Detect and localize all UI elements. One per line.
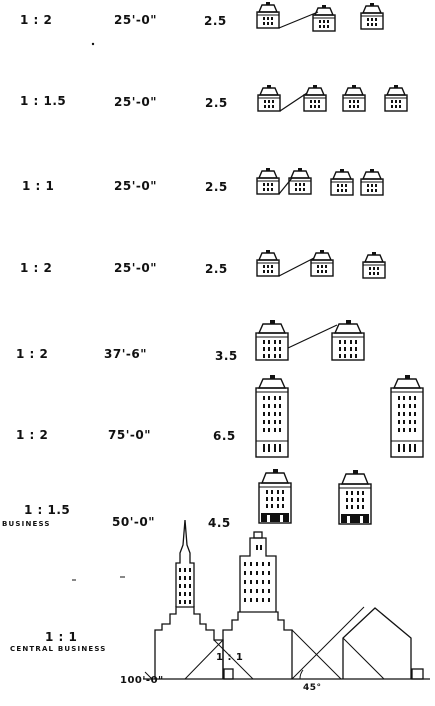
house: [257, 250, 279, 276]
house: [361, 3, 383, 29]
house: [361, 169, 383, 195]
central-business-section: [143, 520, 430, 679]
house: [313, 5, 335, 31]
business-building: [339, 470, 371, 524]
house: [258, 85, 280, 111]
house: [289, 168, 311, 194]
building-6-5-story: [391, 375, 423, 457]
house: [304, 85, 326, 111]
house: [257, 168, 279, 194]
house: [385, 85, 407, 111]
house: [331, 169, 353, 195]
tower-windows: [179, 545, 270, 604]
building-6-5-story: [256, 375, 288, 457]
building-3-5-story: [332, 320, 364, 360]
building-3-5-story: [256, 320, 288, 360]
house: [343, 85, 365, 111]
house: [257, 2, 279, 28]
business-building: [259, 469, 291, 523]
house: [363, 252, 385, 278]
house: [311, 250, 333, 276]
